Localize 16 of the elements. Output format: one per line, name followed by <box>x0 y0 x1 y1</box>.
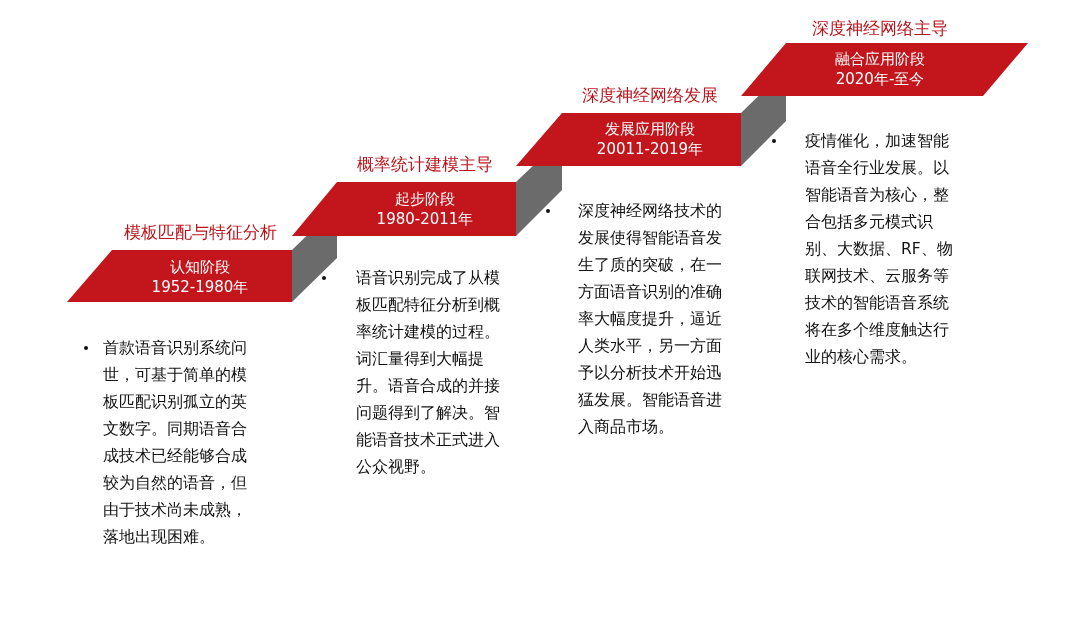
bullet-text: 语音识别完成了从模板匹配特征分析到概率统计建模的过程。词汇量得到大幅提升。语音合成的并接问题得到了解决。智能语音技术正式进入公众视野。 <box>356 268 501 478</box>
stage-name: 认知阶段 <box>170 257 230 277</box>
bullet-text: 首款语音识别系统问世，可基于简单的模板匹配识别孤立的英文数字。同期语音合成技术已经能够合成较为自然的语音，但由于技术尚未成熟，落地出现困难。 <box>103 338 248 548</box>
stage-period: 2020年-至今 <box>835 69 925 89</box>
bullet-text: 深度神经网络技术的发展使得智能语音发生了质的突破，在一方面语音识别的准确率大幅度提升，逼近人类水平，另一方面予以分析技术开始迅猛发展。智能语音进入商品市场。 <box>578 201 723 438</box>
stage-heading: 深度神经网络主导 <box>812 18 948 38</box>
stage-heading: 模板匹配与特征分析 <box>123 222 277 242</box>
bullet-text: 疫情催化，加速智能语音全行业发展。以智能语音为核心，整合包括多元模式识别、大数据、RF、物联网技术、云服务等技术的智能语音系统将在多个维度触达行业的核心需求。 <box>805 131 954 368</box>
stage-heading: 深度神经网络发展 <box>582 85 718 105</box>
stage-name: 发展应用阶段 <box>605 119 695 139</box>
stage-heading: 概率统计建模主导 <box>357 154 493 174</box>
stage-name: 融合应用阶段 <box>835 49 925 69</box>
stage-name: 起步阶段 <box>395 189 455 209</box>
stage-period: 1980-2011年 <box>376 209 474 229</box>
stage-period: 1952-1980年 <box>151 277 249 297</box>
stage-period: 20011-2019年 <box>596 139 704 159</box>
